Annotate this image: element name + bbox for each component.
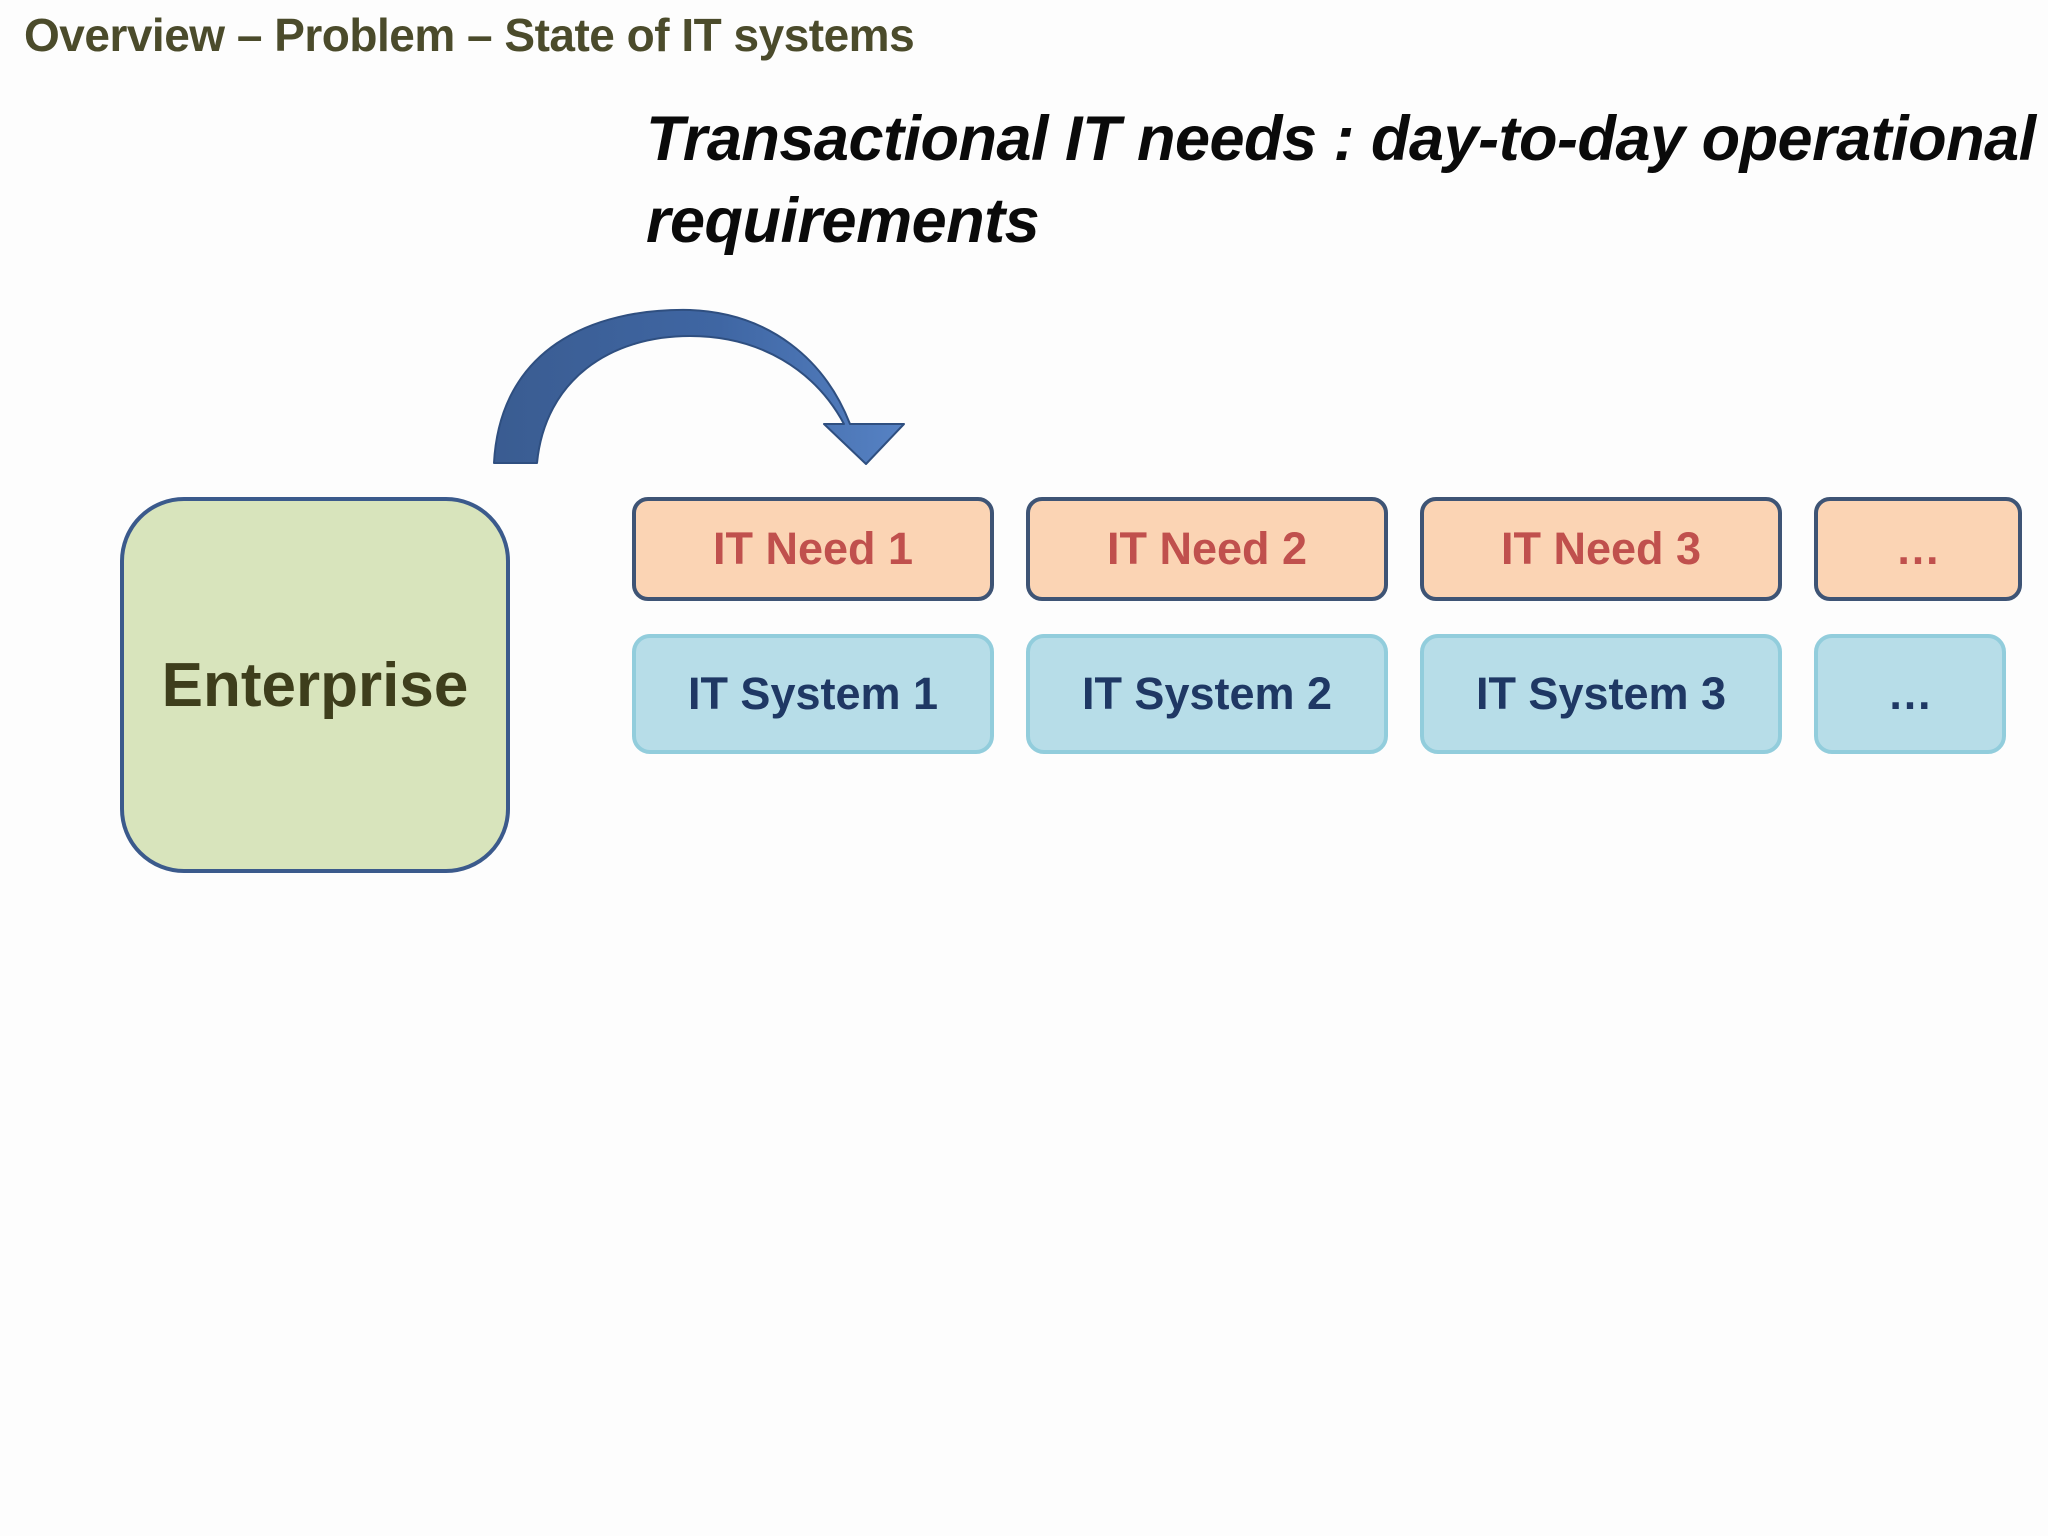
it-need-3-box: IT Need 3 bbox=[1420, 497, 1782, 601]
it-system-more-box: … bbox=[1814, 634, 2006, 754]
it-need-more-box: … bbox=[1814, 497, 2022, 601]
enterprise-label: Enterprise bbox=[161, 650, 469, 720]
it-need-1-box: IT Need 1 bbox=[632, 497, 994, 601]
enterprise-box: Enterprise bbox=[120, 497, 510, 873]
headline: Transactional IT needs : day-to-day oper… bbox=[646, 104, 2036, 256]
it-system-2-box: IT System 2 bbox=[1026, 634, 1388, 754]
it-need-2-box: IT Need 2 bbox=[1026, 497, 1388, 601]
it-system-3-box: IT System 3 bbox=[1420, 634, 1782, 754]
it-system-1-box: IT System 1 bbox=[632, 634, 994, 754]
breadcrumb: Overview – Problem – State of IT systems bbox=[24, 9, 915, 61]
